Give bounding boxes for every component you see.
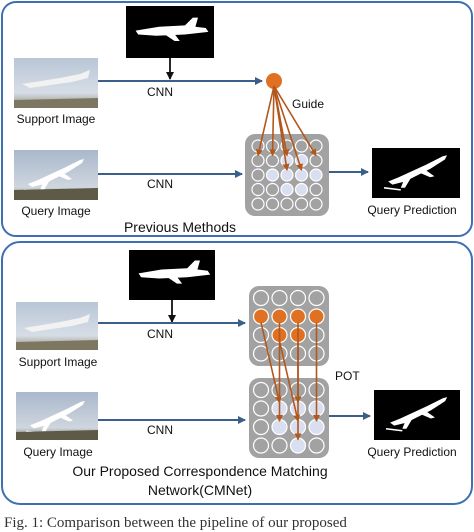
support-mask [126, 6, 214, 58]
previous-methods-caption: Previous Methods [124, 219, 236, 235]
guide-arrow [255, 85, 275, 157]
feature-cell [289, 289, 307, 307]
cnn-label-upper: CNN [147, 327, 173, 341]
feature-cell [280, 197, 294, 211]
guide-arrow [269, 85, 277, 157]
support-image [16, 302, 98, 350]
pot-arrows [260, 322, 320, 441]
support-image-label: Support Image [17, 112, 96, 126]
feature-cell [265, 182, 280, 197]
feature-cell [252, 326, 270, 344]
feature-cell [309, 182, 323, 197]
feature-cell [252, 289, 270, 307]
feature-cell [289, 308, 307, 325]
feature-cell [251, 197, 265, 211]
query-prediction-label: Query Prediction [367, 203, 456, 217]
feature-cell [294, 182, 309, 197]
cmnet-panel: Support Image CNN POT Query Image CNN Qu… [1, 241, 473, 505]
query-image [16, 392, 98, 440]
feature-cell [309, 197, 323, 211]
feature-cell [251, 182, 265, 197]
cnn-label-upper: CNN [147, 85, 173, 99]
feature-cell [265, 197, 280, 211]
panel-border [1, 1, 473, 237]
query-feature-grid [245, 134, 329, 216]
feature-cell [252, 400, 270, 417]
support-mask [129, 250, 215, 300]
feature-cell [294, 168, 309, 182]
previous-methods-panel: Support Image CNN Guide Query Image CNN … [1, 1, 473, 237]
feature-cell [308, 418, 325, 436]
query-image-label: Query Image [23, 445, 93, 459]
guide-node [266, 73, 282, 89]
query-prediction-image [372, 148, 460, 198]
feature-cell [280, 182, 294, 197]
guide-arrow [273, 85, 303, 171]
guide-arrow [273, 85, 317, 157]
feature-cell [280, 153, 294, 168]
feature-cell [252, 381, 270, 399]
feature-cell [294, 139, 309, 153]
feature-cell [308, 437, 325, 454]
pot-arrow [260, 322, 282, 404]
feature-cell [252, 437, 270, 454]
feature-cell [265, 168, 280, 182]
feature-cell [308, 289, 325, 307]
feature-cell [280, 168, 294, 182]
feature-cell [252, 418, 270, 436]
feature-cell [271, 308, 288, 325]
support-image-label: Support Image [19, 355, 98, 369]
cnn-label-lower: CNN [147, 177, 173, 191]
feature-cell [271, 289, 288, 307]
query-feature-grid [249, 378, 329, 458]
panel-border [1, 241, 473, 505]
query-prediction-label: Query Prediction [367, 445, 456, 459]
feature-cell [252, 308, 270, 325]
feature-grid-cells [251, 139, 323, 211]
feature-cell [309, 168, 323, 182]
guide-label: Guide [292, 97, 324, 111]
guide-arrow [273, 85, 290, 171]
query-image [14, 150, 98, 200]
feature-cell [308, 308, 325, 325]
feature-cell [294, 197, 309, 211]
cmnet-caption-line1: Our Proposed Correspondence Matching [72, 463, 327, 479]
pot-label: POT [335, 369, 360, 383]
feature-cell [271, 418, 288, 436]
feature-cell [251, 168, 265, 182]
query-image-label: Query Image [21, 204, 91, 218]
guide-arrows [255, 85, 317, 171]
query-prediction-image [374, 390, 460, 440]
pot-arrow [278, 340, 301, 422]
support-image [14, 58, 98, 108]
feature-cell [271, 437, 288, 454]
cnn-label-lower: CNN [147, 423, 173, 437]
figure-caption: Fig. 1: Comparison between the pipeline … [4, 515, 347, 531]
cmnet-caption-line2: Network(CMNet) [148, 482, 252, 498]
feature-cell [289, 437, 307, 454]
